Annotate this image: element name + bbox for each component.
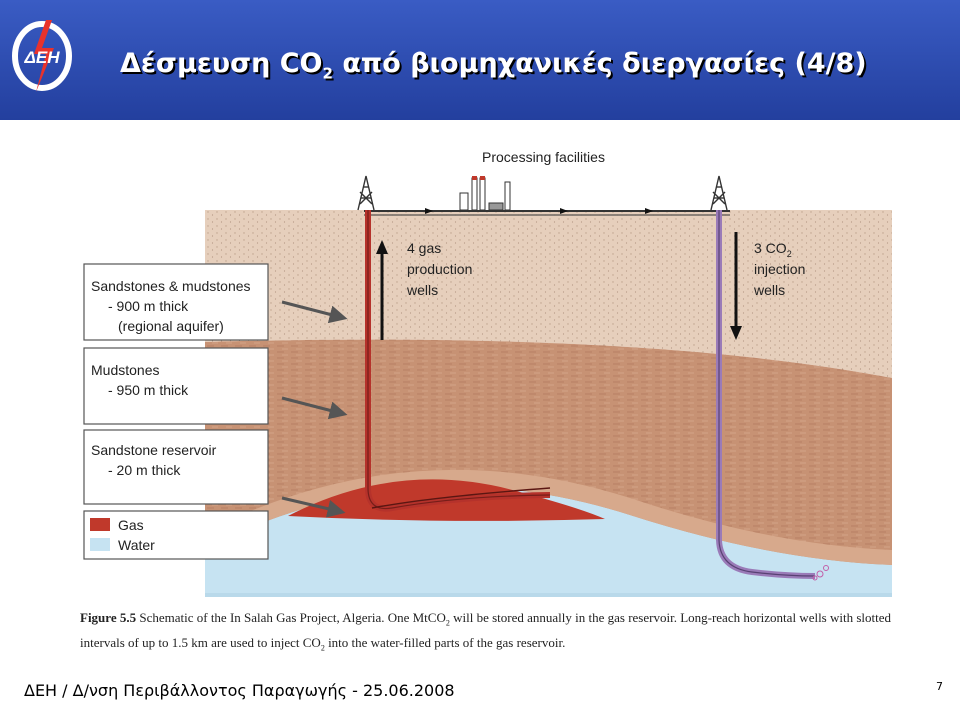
production-label-3: wells — [406, 282, 438, 298]
title-prefix: Δέσμευση CO — [120, 48, 323, 79]
svg-text:- 950 m thick: - 950 m thick — [108, 382, 189, 398]
production-flow-arrow — [376, 240, 388, 340]
figure-caption: Figure 5.5 Schematic of the In Salah Gas… — [80, 608, 900, 657]
layer-box-mudstone: Mudstones - 950 m thick — [83, 347, 269, 425]
caption-text-2: will be stored annually in the gas reser… — [80, 610, 892, 650]
legend-label-gas: Gas — [118, 517, 144, 533]
title-suffix: από βιομηχανικές διεργασίες (4/8) — [332, 48, 867, 79]
injection-derrick — [710, 175, 728, 211]
co2-bubbles — [812, 565, 829, 581]
svg-text:Mudstones: Mudstones — [91, 362, 159, 378]
processing-label: Processing facilities — [482, 149, 605, 165]
surface-pipeline — [364, 208, 730, 216]
injection-label-3: wells — [753, 282, 785, 298]
svg-text:(regional aquifer): (regional aquifer) — [118, 318, 224, 334]
caption-text-3: into the water-filled parts of the gas r… — [324, 634, 566, 650]
injection-label-2: injection — [754, 261, 805, 277]
production-derrick — [357, 175, 375, 211]
svg-text:- 20 m thick: - 20 m thick — [108, 462, 181, 478]
injection-label-1: 3 CO2 — [754, 240, 792, 259]
production-label-1: 4 gas — [407, 240, 441, 256]
page-number: 7 — [936, 680, 943, 693]
reservoir-layer — [205, 469, 892, 565]
caption-text-1: Schematic of the In Salah Gas Project, A… — [136, 610, 446, 625]
legend: Gas Water — [83, 510, 269, 560]
legend-swatch-gas — [90, 518, 110, 531]
pointer-arrow-reservoir — [281, 496, 346, 518]
title-banner: ΔΕΗ Δέσμευση CO2 από βιομηχανικές διεργα… — [0, 0, 960, 120]
legend-label-water: Water — [118, 537, 155, 553]
layer-box-reservoir: Sandstone reservoir - 20 m thick — [83, 429, 269, 505]
caption-sub-1: 2 — [445, 618, 450, 628]
legend-swatch-water — [90, 538, 110, 551]
figure-label: Figure 5.5 — [80, 610, 137, 625]
caption-sub-2: 2 — [320, 643, 325, 653]
processing-plant — [459, 176, 511, 211]
svg-text:Sandstone reservoir: Sandstone reservoir — [91, 442, 217, 458]
dei-logo: ΔΕΗ — [12, 20, 72, 92]
svg-text:- 900 m thick: - 900 m thick — [108, 298, 189, 314]
title-subscript: 2 — [322, 64, 333, 83]
pointer-arrow-mudstone — [281, 396, 348, 420]
logo-text: ΔΕΗ — [23, 48, 60, 67]
page-title: Δέσμευση CO2 από βιομηχανικές διεργασίες… — [120, 48, 867, 82]
production-label-2: production — [407, 261, 472, 277]
layer-box-sandstone: Sandstones & mudstones - 900 m thick (re… — [83, 263, 269, 341]
svg-text:Sandstones & mudstones: Sandstones & mudstones — [91, 278, 251, 294]
injection-flow-arrow — [730, 232, 742, 340]
in-salah-schematic: Processing facilities 4 gas production w… — [83, 149, 892, 597]
footer-text: ΔΕΗ / Δ/νση Περιβάλλοντος Παραγωγής - 25… — [24, 681, 455, 700]
pointer-arrow-sandstone — [281, 300, 348, 324]
